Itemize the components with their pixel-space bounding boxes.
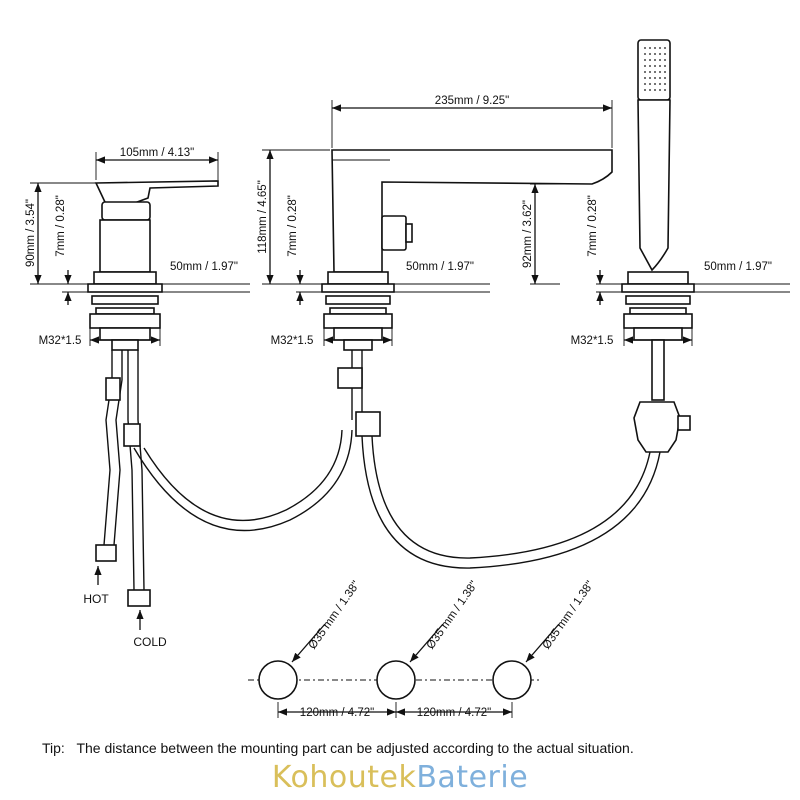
spout-height-label: 118mm / 4.65" — [257, 180, 269, 254]
spout-length-label: 235mm / 9.25" — [435, 95, 509, 107]
deck-thickness-label-3: 7mm / 0.28" — [587, 195, 599, 257]
cold-label: COLD — [133, 635, 167, 649]
thread-label-1: M32*1.5 — [39, 335, 82, 347]
supply-hoses — [95, 350, 661, 607]
tip-label: Tip: — [42, 740, 65, 756]
shank-length-label-2: 50mm / 1.97" — [406, 261, 474, 273]
spout-drawing — [321, 149, 613, 351]
mixer-width-label: 105mm / 4.13" — [120, 147, 194, 159]
brand-logo: KohoutekBaterie — [0, 760, 800, 795]
deck-thickness-label-2: 7mm / 0.28" — [287, 195, 299, 257]
spout-body-height-label: 92mm / 3.62" — [522, 200, 534, 268]
brand-part-1: Kohoutek — [271, 760, 417, 795]
spout-dimension-lines — [262, 100, 613, 346]
hole-diameter-label-1: Ø35 mm / 1.38" — [307, 579, 363, 652]
mixer-height-label: 90mm / 3.54" — [25, 199, 37, 267]
tip-note: Tip: The distance between the mounting p… — [42, 740, 634, 756]
thread-label-2: M32*1.5 — [271, 335, 314, 347]
supply-arrows — [94, 566, 144, 630]
tip-text: The distance between the mounting part c… — [76, 740, 634, 756]
brand-part-2: Baterie — [416, 760, 529, 795]
hand-shower-dimension-lines — [596, 270, 790, 346]
hot-label: HOT — [83, 592, 109, 606]
hole-spacing-label-1: 120mm / 4.72" — [300, 707, 374, 719]
hand-shower-drawing — [621, 39, 695, 453]
deck-holes — [248, 623, 560, 718]
hole-diameter-label-3: Ø35 mm / 1.38" — [541, 579, 597, 652]
shower-nozzles — [644, 47, 666, 91]
mixer-dimension-lines — [30, 152, 250, 346]
shank-length-label-3: 50mm / 1.97" — [704, 261, 772, 273]
shank-length-label-1: 50mm / 1.97" — [170, 261, 238, 273]
hole-diameter-label-2: Ø35 mm / 1.38" — [425, 579, 481, 652]
thread-label-3: M32*1.5 — [571, 335, 614, 347]
deck-thickness-label-1: 7mm / 0.28" — [55, 195, 67, 257]
hole-spacing-label-2: 120mm / 4.72" — [417, 707, 491, 719]
